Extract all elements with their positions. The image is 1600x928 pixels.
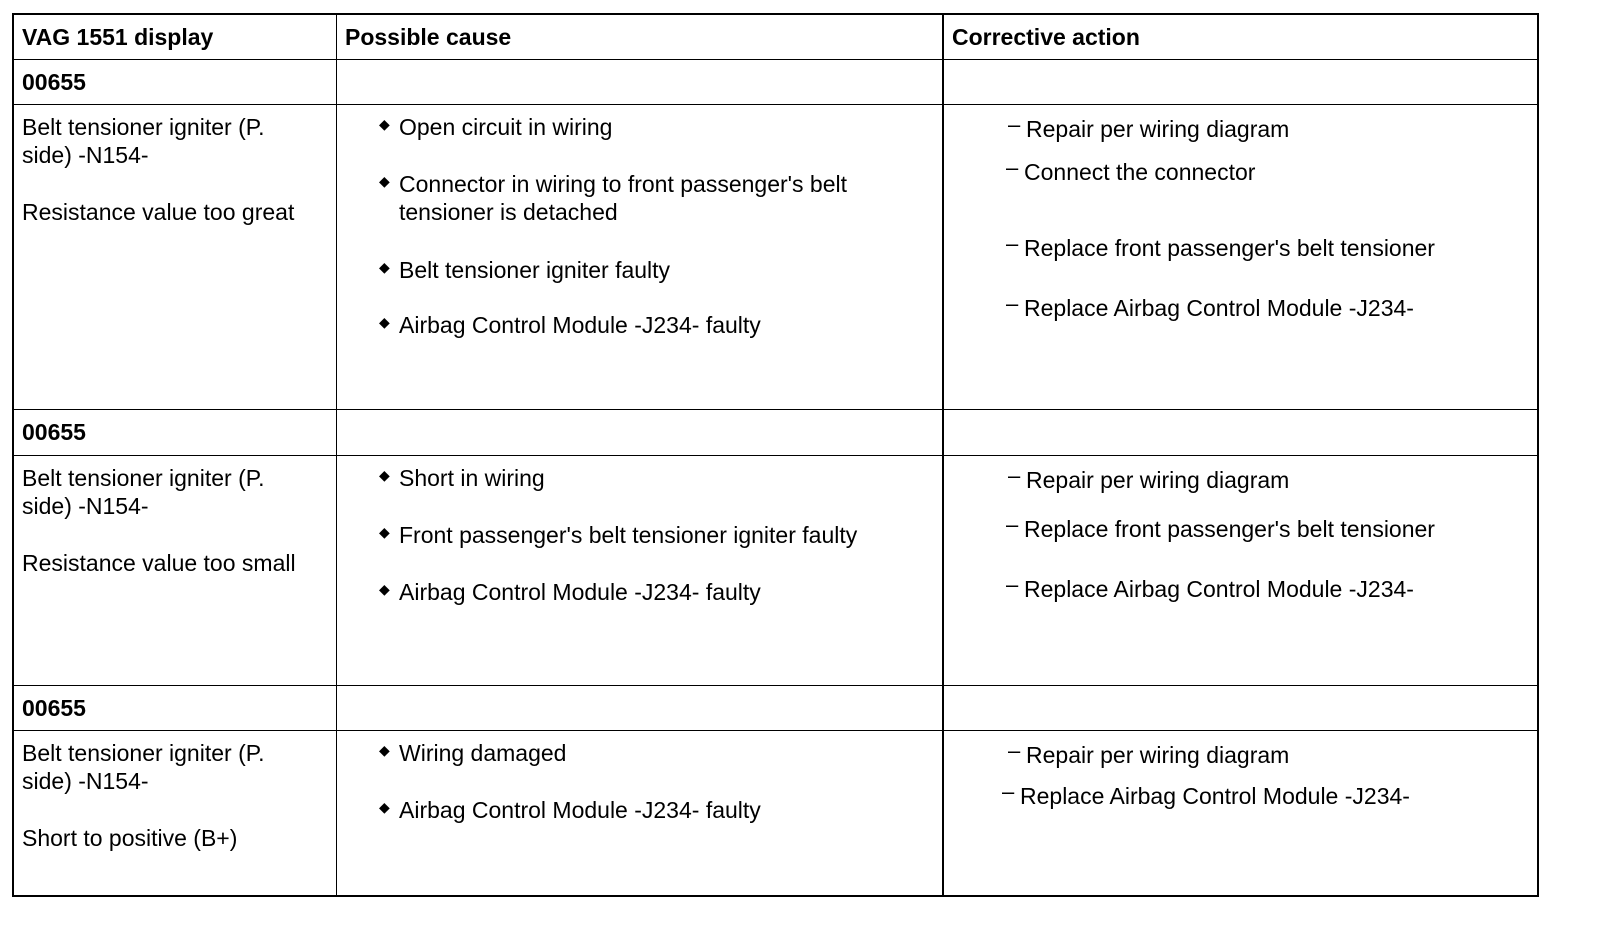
dash-icon: – bbox=[1006, 512, 1019, 537]
fault-detail-row: Belt tensioner igniter (P. side) -N154- … bbox=[14, 105, 1537, 410]
empty-cell bbox=[942, 60, 1539, 104]
cause-text: Connector in wiring to front passenger's… bbox=[399, 171, 848, 225]
empty-cell bbox=[942, 686, 1539, 730]
cause-item: ◆ Airbag Control Module -J234- faulty bbox=[379, 796, 919, 824]
header-corrective-action: Corrective action bbox=[942, 15, 1539, 59]
description-line: Belt tensioner igniter (P. bbox=[22, 740, 265, 766]
bullet-icon: ◆ bbox=[379, 799, 390, 815]
table-header-row: VAG 1551 display Possible cause Correcti… bbox=[14, 15, 1537, 60]
fault-detail-row: Belt tensioner igniter (P. side) -N154- … bbox=[14, 456, 1537, 686]
dash-icon: – bbox=[1002, 779, 1015, 804]
fault-table: VAG 1551 display Possible cause Correcti… bbox=[12, 13, 1539, 897]
cause-list: ◆ Open circuit in wiring ◆ Connector in … bbox=[336, 105, 942, 409]
header-possible-cause: Possible cause bbox=[336, 15, 942, 59]
bullet-icon: ◆ bbox=[379, 173, 390, 189]
fault-detail-row: Belt tensioner igniter (P. side) -N154- … bbox=[14, 731, 1537, 897]
description-line: Belt tensioner igniter (P. bbox=[22, 114, 265, 140]
action-list: – Repair per wiring diagram – Connect th… bbox=[942, 105, 1539, 409]
fault-code: 00655 bbox=[22, 695, 86, 721]
action-item: – Repair per wiring diagram bbox=[1008, 738, 1526, 769]
action-text: Replace front passenger's belt tensioner bbox=[1024, 516, 1435, 542]
empty-cell bbox=[942, 410, 1539, 455]
cause-item: ◆ Wiring damaged bbox=[379, 739, 919, 767]
description-line: side) -N154- bbox=[22, 493, 149, 519]
dash-icon: – bbox=[1008, 738, 1021, 763]
cause-item: ◆ Belt tensioner igniter faulty bbox=[379, 256, 919, 284]
action-item: – Replace front passenger's belt tension… bbox=[1006, 231, 1524, 262]
fault-code: 00655 bbox=[22, 69, 86, 95]
action-text: Connect the connector bbox=[1024, 159, 1256, 185]
description-line: side) -N154- bbox=[22, 768, 149, 794]
cause-text: Front passenger's belt tensioner igniter… bbox=[399, 522, 858, 548]
action-item: – Replace Airbag Control Module -J234- bbox=[1002, 779, 1520, 810]
empty-cell bbox=[336, 410, 942, 455]
action-item: – Replace front passenger's belt tension… bbox=[1006, 512, 1524, 543]
cause-item: ◆ Front passenger's belt tensioner ignit… bbox=[379, 521, 919, 549]
fault-condition: Resistance value too great bbox=[22, 199, 295, 225]
fault-condition: Resistance value too small bbox=[22, 550, 296, 576]
bullet-icon: ◆ bbox=[379, 524, 390, 540]
action-text: Repair per wiring diagram bbox=[1026, 742, 1290, 768]
fault-code-row: 00655 bbox=[14, 60, 1537, 105]
action-text: Replace Airbag Control Module -J234- bbox=[1020, 783, 1410, 809]
dash-icon: – bbox=[1006, 572, 1019, 597]
action-item: – Repair per wiring diagram bbox=[1008, 463, 1526, 494]
cause-text: Belt tensioner igniter faulty bbox=[399, 257, 671, 283]
action-text: Repair per wiring diagram bbox=[1026, 116, 1290, 142]
bullet-icon: ◆ bbox=[379, 581, 390, 597]
dash-icon: – bbox=[1006, 291, 1019, 316]
description-line: Belt tensioner igniter (P. bbox=[22, 465, 265, 491]
action-list: – Repair per wiring diagram – Replace fr… bbox=[942, 456, 1539, 685]
dash-icon: – bbox=[1006, 155, 1019, 180]
cause-item: ◆ Connector in wiring to front passenger… bbox=[379, 170, 919, 226]
dash-icon: – bbox=[1008, 463, 1021, 488]
action-text: Replace Airbag Control Module -J234- bbox=[1024, 576, 1414, 602]
fault-code-row: 00655 bbox=[14, 410, 1537, 456]
fault-condition: Short to positive (B+) bbox=[22, 825, 238, 851]
cause-text: Short in wiring bbox=[399, 465, 545, 491]
cause-item: ◆ Airbag Control Module -J234- faulty bbox=[379, 578, 919, 606]
dash-icon: – bbox=[1008, 112, 1021, 137]
fault-code: 00655 bbox=[22, 419, 86, 445]
cause-text: Wiring damaged bbox=[399, 740, 567, 766]
cause-list: ◆ Short in wiring ◆ Front passenger's be… bbox=[336, 456, 942, 685]
action-text: Replace Airbag Control Module -J234- bbox=[1024, 295, 1414, 321]
bullet-icon: ◆ bbox=[379, 314, 390, 330]
action-item: – Replace Airbag Control Module -J234- bbox=[1006, 572, 1524, 603]
action-text: Repair per wiring diagram bbox=[1026, 467, 1290, 493]
cause-item: ◆ Open circuit in wiring bbox=[379, 113, 919, 141]
cause-item: ◆ Short in wiring bbox=[379, 464, 919, 492]
action-text: Replace front passenger's belt tensioner bbox=[1024, 235, 1435, 261]
fault-code-row: 00655 bbox=[14, 686, 1537, 731]
action-list: – Repair per wiring diagram – Replace Ai… bbox=[942, 731, 1539, 897]
bullet-icon: ◆ bbox=[379, 116, 390, 132]
fault-description: Belt tensioner igniter (P. side) -N154- … bbox=[14, 105, 336, 409]
header-display: VAG 1551 display bbox=[22, 24, 214, 50]
action-item: – Connect the connector bbox=[1006, 155, 1524, 186]
fault-description: Belt tensioner igniter (P. side) -N154- … bbox=[14, 731, 336, 897]
dash-icon: – bbox=[1006, 231, 1019, 256]
fault-description: Belt tensioner igniter (P. side) -N154- … bbox=[14, 456, 336, 685]
empty-cell bbox=[336, 686, 942, 730]
action-item: – Replace Airbag Control Module -J234- bbox=[1006, 291, 1524, 322]
action-item: – Repair per wiring diagram bbox=[1008, 112, 1526, 143]
empty-cell bbox=[336, 60, 942, 104]
bullet-icon: ◆ bbox=[379, 742, 390, 758]
cause-text: Open circuit in wiring bbox=[399, 114, 613, 140]
cause-text: Airbag Control Module -J234- faulty bbox=[399, 579, 761, 605]
cause-text: Airbag Control Module -J234- faulty bbox=[399, 797, 761, 823]
bullet-icon: ◆ bbox=[379, 467, 390, 483]
bullet-icon: ◆ bbox=[379, 259, 390, 275]
cause-item: ◆ Airbag Control Module -J234- faulty bbox=[379, 311, 919, 339]
cause-text: Airbag Control Module -J234- faulty bbox=[399, 312, 761, 338]
description-line: side) -N154- bbox=[22, 142, 149, 168]
cause-list: ◆ Wiring damaged ◆ Airbag Control Module… bbox=[336, 731, 942, 897]
